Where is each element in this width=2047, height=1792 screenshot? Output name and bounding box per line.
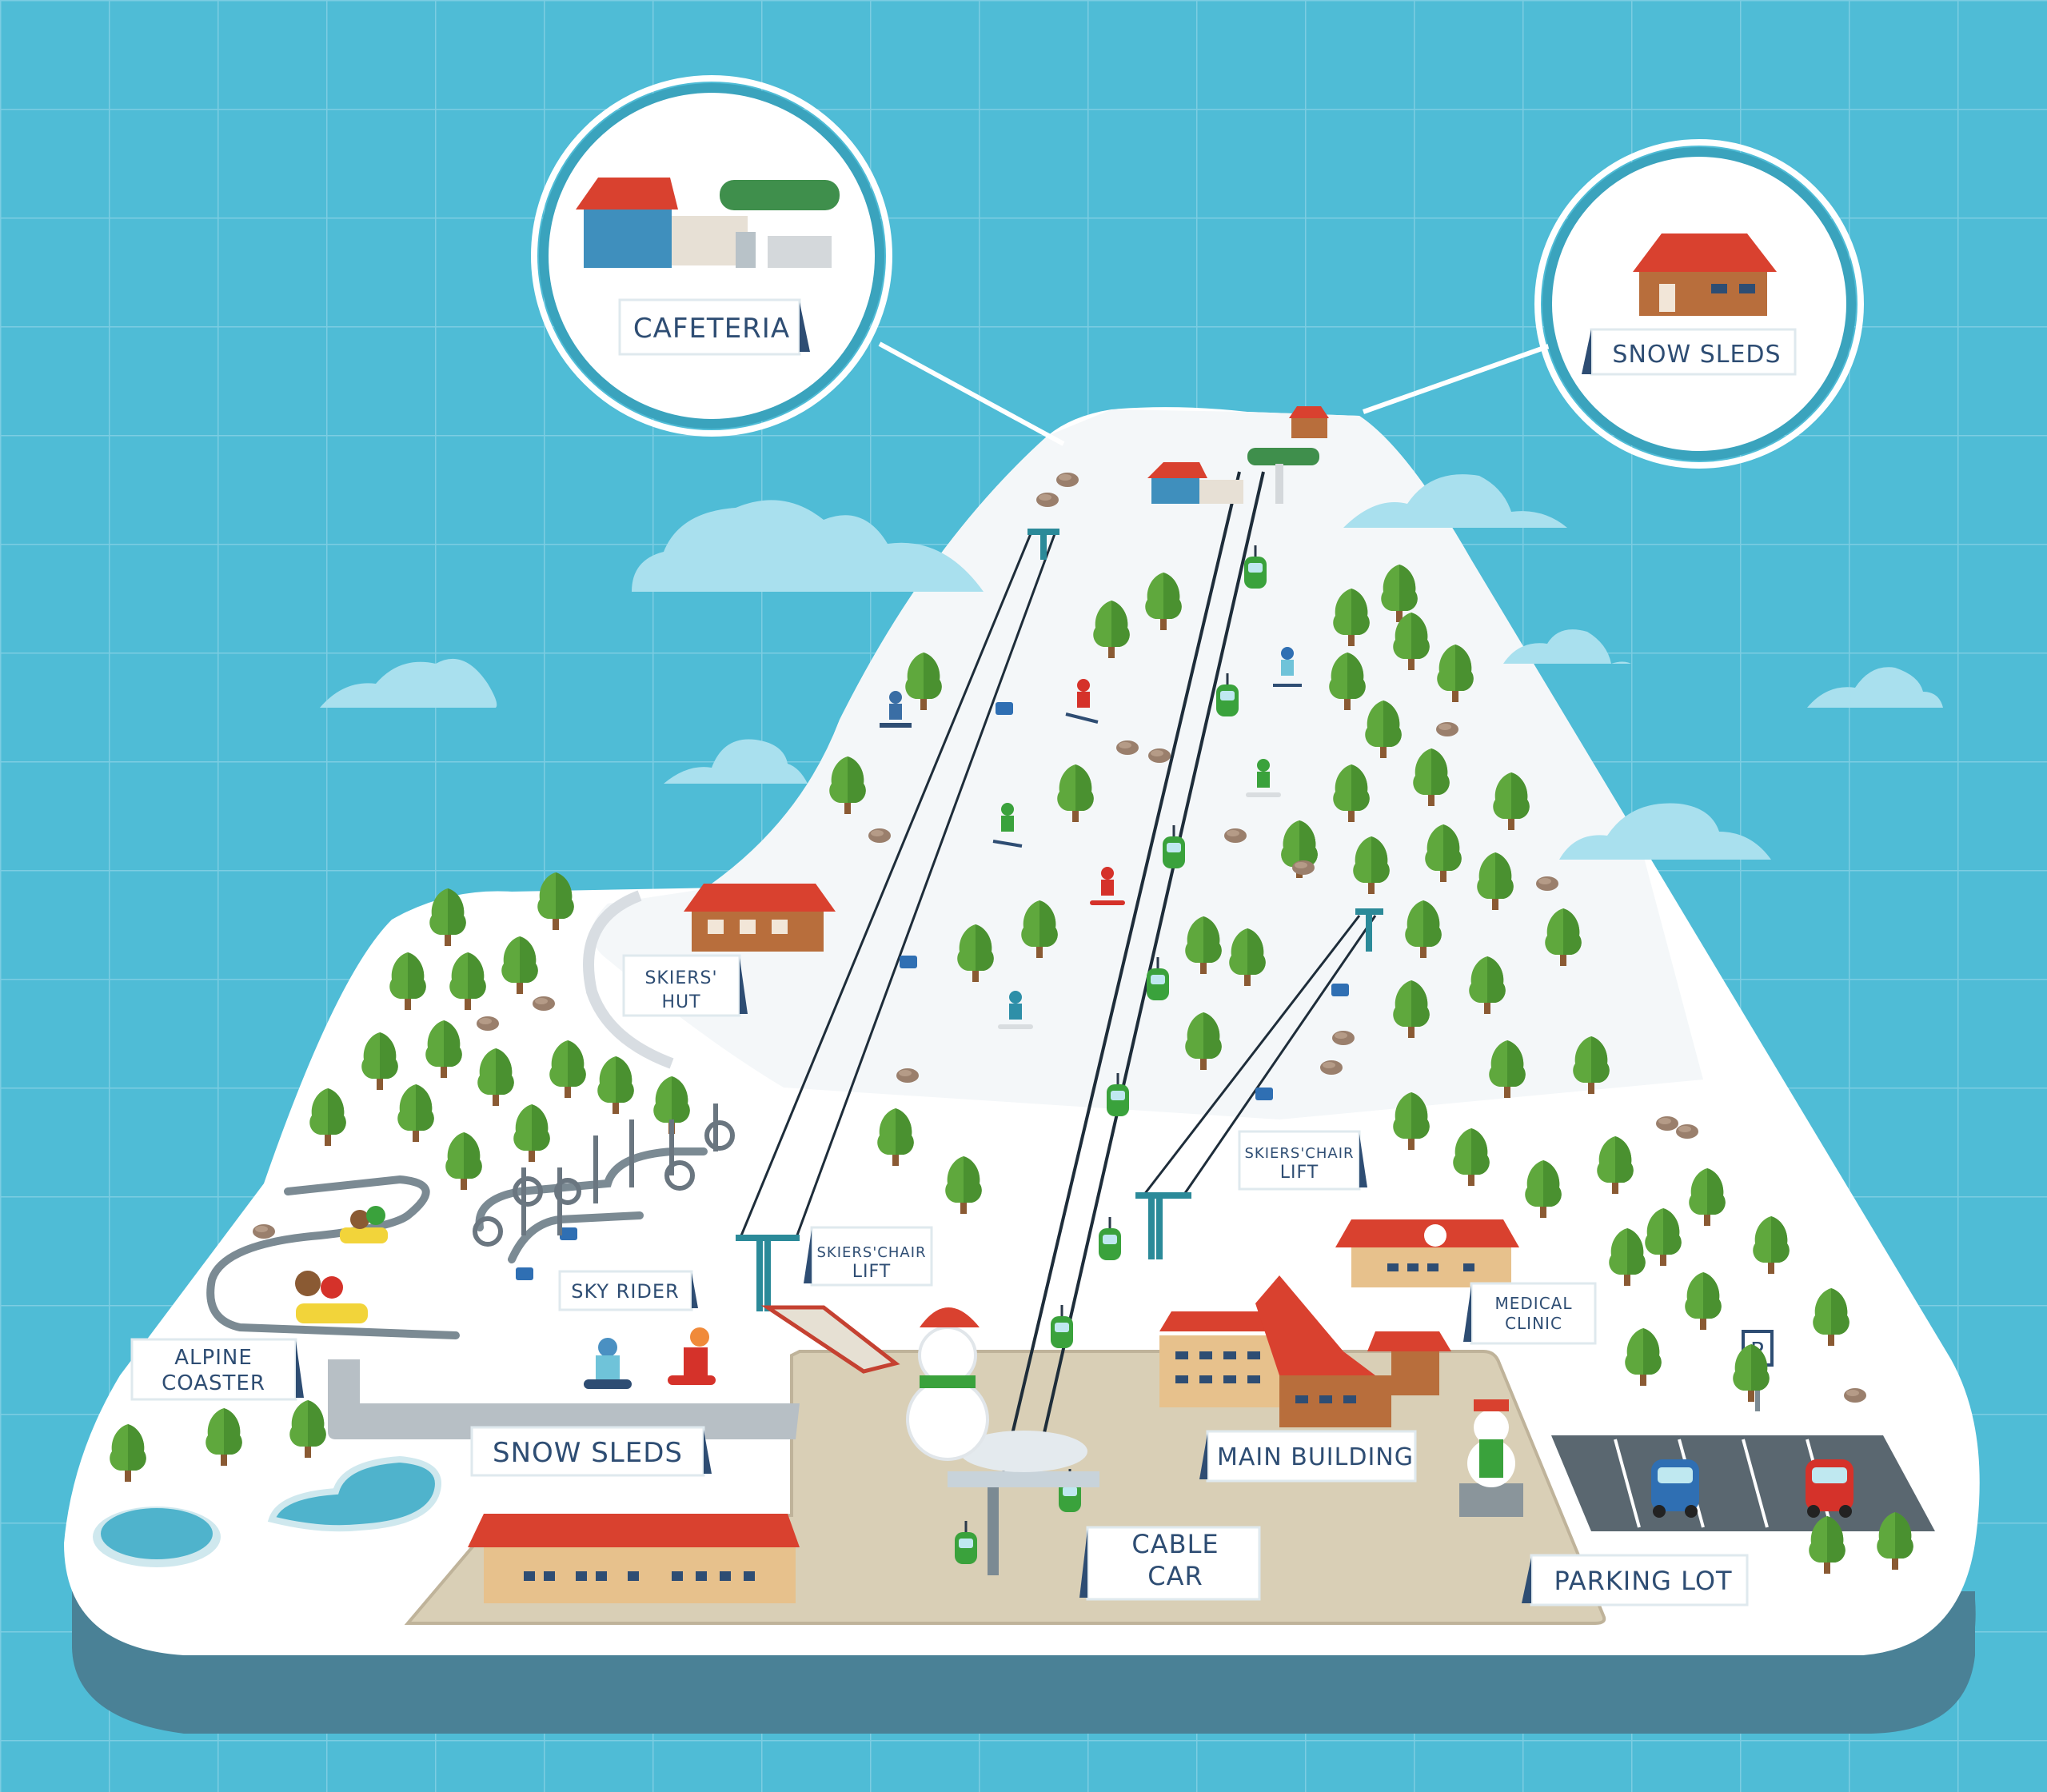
- sky-rider-structure: [473, 1104, 735, 1247]
- alpine-coaster-label-line1: ALPINE: [174, 1346, 253, 1370]
- alpine-coaster-label-line2: COASTER: [162, 1371, 265, 1395]
- snowman-center: [906, 1307, 989, 1461]
- pond-left-water: [101, 1508, 213, 1559]
- parking-lot-label: PARKING LOT: [1554, 1566, 1732, 1596]
- snowman-right: [1459, 1399, 1523, 1517]
- lodge-building: [468, 1514, 800, 1603]
- walkway-bridge: [760, 1305, 900, 1374]
- chair-lift-right-lines: [1142, 915, 1377, 1196]
- car-blue: [1651, 1459, 1699, 1518]
- skiers-hut-label-line2: HUT: [661, 992, 700, 1012]
- parking-lot: [1551, 1435, 1935, 1531]
- cable-car-station: [948, 1431, 1099, 1575]
- car-red: [1806, 1459, 1853, 1518]
- skiers-hut-label-line1: SKIERS': [644, 968, 717, 988]
- medical-clinic-label-line1: MEDICAL: [1495, 1294, 1573, 1313]
- skiers-chair-lift-right-label-line1: SKIERS'CHAIR: [1244, 1145, 1354, 1162]
- sky-rider-label: SKY RIDER: [571, 1280, 679, 1303]
- snow-sleds-top-label: SNOW SLEDS: [1612, 341, 1781, 369]
- skiers: [880, 647, 1302, 1029]
- snow-sleds-bottom-label: SNOW SLEDS: [493, 1437, 683, 1469]
- cafeteria-label: CAFETERIA: [633, 313, 790, 345]
- cable-car-label-line1: CABLE: [1131, 1529, 1219, 1559]
- skiers-chair-lift-left-label-line2: LIFT: [852, 1262, 891, 1282]
- skiers-chair-lift-right-label-line2: LIFT: [1280, 1163, 1319, 1183]
- skiers-chair-lift-left-label-line1: SKIERS'CHAIR: [816, 1244, 926, 1261]
- road: [328, 1359, 800, 1439]
- clouds: [320, 474, 1943, 860]
- cable-car-label-line2: CAR: [1147, 1561, 1203, 1591]
- main-building-label: MAIN BUILDING: [1217, 1443, 1414, 1471]
- skiers-hut-building: [684, 884, 836, 952]
- groomed-track: [583, 890, 674, 1069]
- pond-right: [267, 1455, 441, 1532]
- coaster-riders: [295, 1206, 388, 1323]
- sledders: [584, 1327, 716, 1389]
- medical-clinic-label-line2: CLINIC: [1505, 1314, 1562, 1333]
- chair-lift-left-lines: [738, 531, 1057, 1240]
- chair-lift-towers: [736, 529, 1383, 1311]
- label-flags: [296, 302, 1591, 1603]
- main-building: [1159, 1275, 1451, 1427]
- snow-sleds-callout: [1362, 139, 1864, 469]
- lift-chairs: [516, 702, 1349, 1280]
- summit-buildings: [1147, 406, 1329, 504]
- medical-clinic-building: [1335, 1219, 1519, 1287]
